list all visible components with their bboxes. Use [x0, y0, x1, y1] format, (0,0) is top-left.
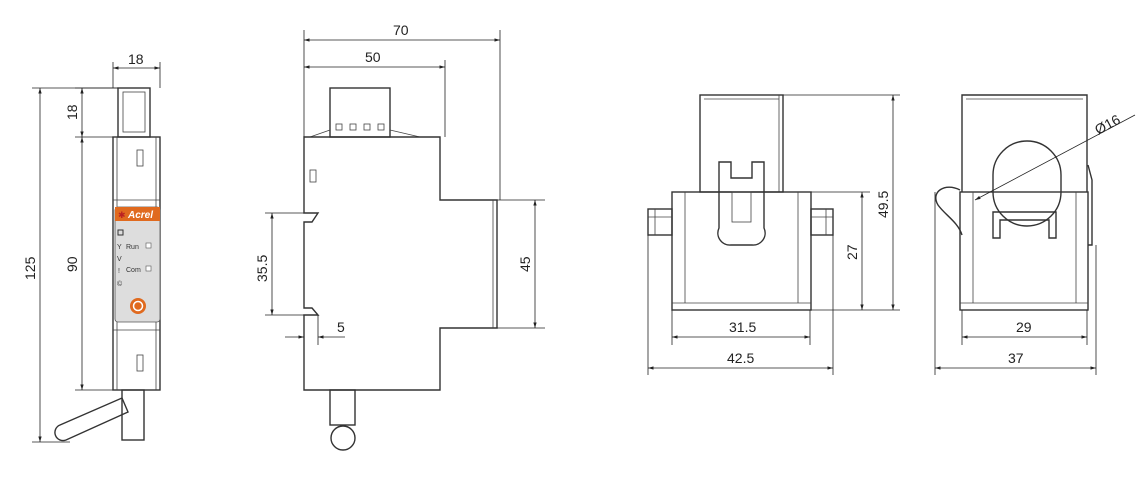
ct-front-view: 49.5 27 31.5 42.5: [647, 94, 900, 375]
dim-aperture: Ø16: [1092, 111, 1123, 138]
info-icon: !: [118, 268, 120, 275]
settings-icon: ©: [117, 280, 123, 288]
dim-offset: 5: [337, 319, 345, 335]
dim-rail-slot: 35.5: [254, 255, 270, 282]
aperture-icon: [992, 140, 1062, 227]
brand-logo: Acrel: [127, 210, 153, 221]
meter-side-view: 70 50 35.5 45 5: [254, 22, 545, 451]
dim-total-depth: 70: [393, 22, 409, 38]
port-icon: [117, 229, 124, 236]
dim-ct-total-height: 49.5: [875, 191, 891, 218]
dim-ct-side-total-width: 37: [1008, 350, 1024, 366]
dim-ct-total-width: 42.5: [727, 350, 754, 366]
reset-button-icon: [130, 298, 146, 314]
ct-side-view: Ø16 29 37: [934, 94, 1136, 375]
logo-star-icon: ✱: [118, 210, 126, 220]
com-label: Com: [126, 267, 141, 274]
dim-ct-side-body-width: 29: [1016, 319, 1032, 335]
dim-front-height: 45: [517, 256, 533, 272]
front-panel-label: Acrel ✱ Y Run V ! Com ©: [114, 206, 161, 323]
dim-total-height: 125: [22, 256, 38, 280]
meter-front-view: Acrel ✱ Y Run V ! Com © 18 18 90 125: [22, 51, 161, 443]
antenna-icon: Y: [117, 244, 122, 251]
run-label: Run: [126, 244, 139, 251]
run-led: [145, 242, 152, 249]
dim-connector-depth: 50: [365, 49, 381, 65]
signal-icon: V: [117, 256, 122, 263]
dim-ct-body-width: 31.5: [729, 319, 756, 335]
com-led: [145, 265, 152, 272]
dim-width: 18: [128, 51, 144, 67]
dim-body-height: 90: [64, 256, 80, 272]
antenna-icon: [54, 397, 129, 442]
dim-connector-height: 18: [64, 104, 80, 120]
dim-ct-body-height: 27: [844, 244, 860, 260]
